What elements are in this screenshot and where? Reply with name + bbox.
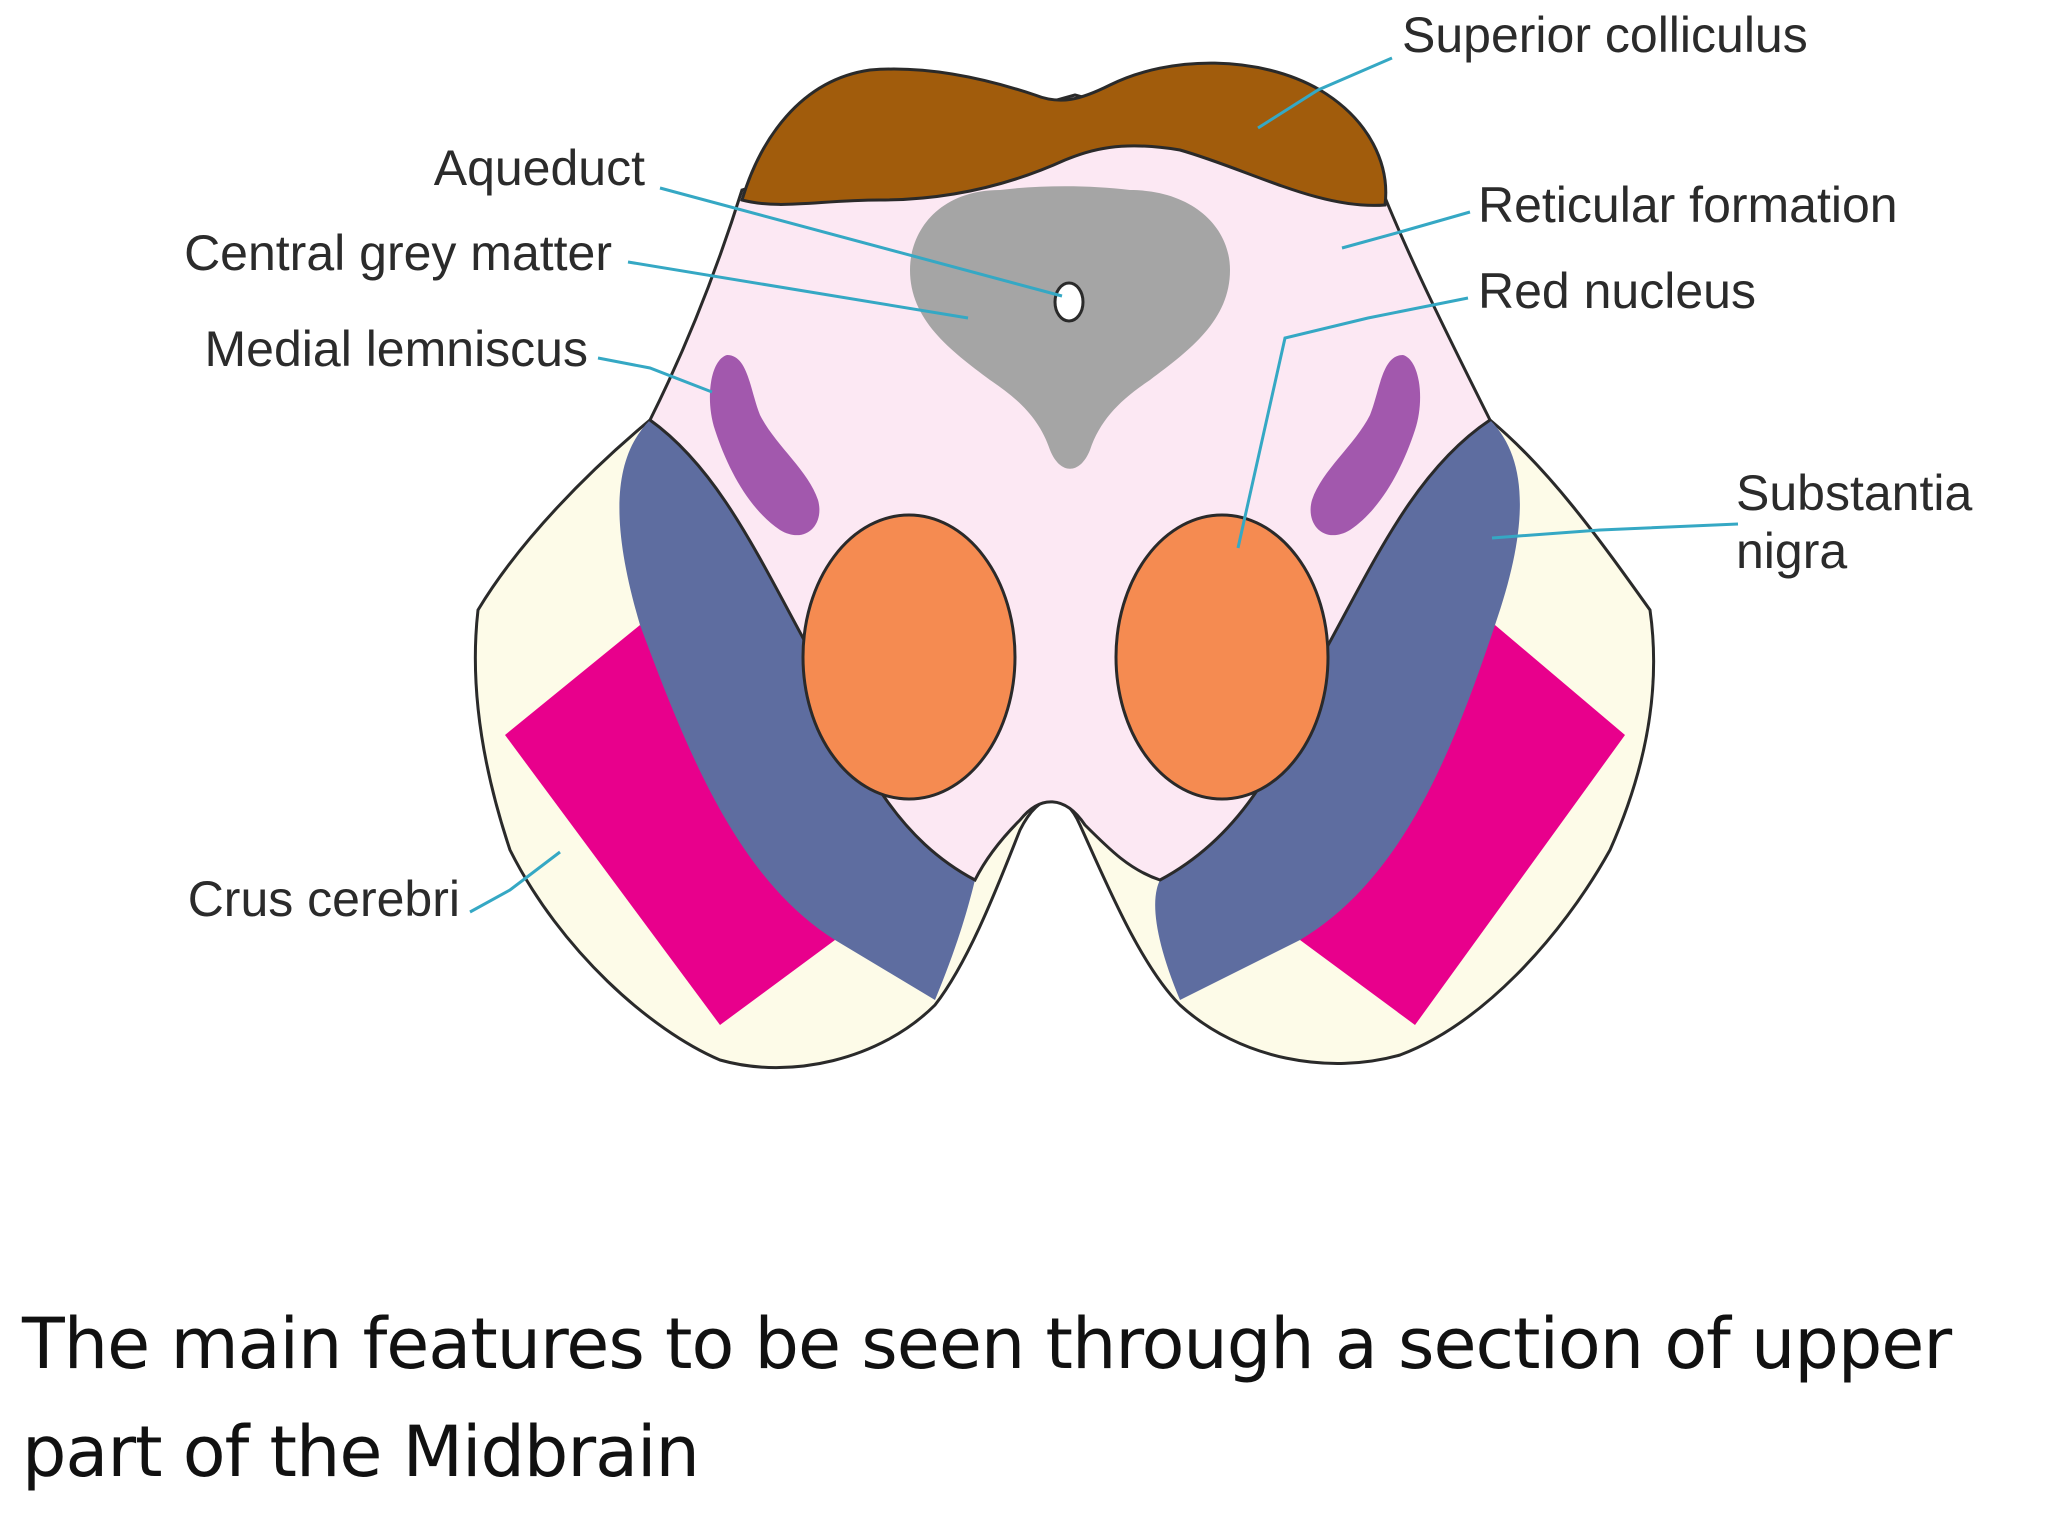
leader-lines <box>469 56 1739 914</box>
medial-lemniscus-left <box>709 355 820 536</box>
label-red-nucleus: Red nucleus <box>1478 263 1756 319</box>
leader-superior-colliculus <box>1257 56 1393 130</box>
substantia-nigra-left <box>619 420 975 1000</box>
substantia-nigra-right <box>1155 420 1520 1000</box>
leader-medial-lemniscus <box>597 356 713 394</box>
leader-substantia-nigra <box>1491 522 1739 540</box>
label-crus-cerebri: Crus cerebri <box>188 871 460 927</box>
leader-aqueduct <box>659 186 1063 298</box>
superior-colliculus <box>740 61 1388 207</box>
leader-red-nucleus <box>1236 296 1469 549</box>
red-nucleus-right <box>1114 513 1330 801</box>
label-aqueduct: Aqueduct <box>434 140 645 196</box>
label-substantia-nigra-line2: nigra <box>1736 523 1847 579</box>
label-central-grey-matter: Central grey matter <box>184 225 612 281</box>
crus-cerebri-right <box>1300 625 1625 1025</box>
slide-caption: The main features to be seen through a s… <box>22 1303 1952 1493</box>
label-substantia-nigra-line1: Substantia <box>1736 465 1972 521</box>
label-reticular-formation: Reticular formation <box>1478 177 1898 233</box>
leader-reticular-formation <box>1341 210 1471 250</box>
red-nucleus-left <box>801 513 1017 801</box>
crus-cerebri-left <box>505 625 835 1025</box>
medial-lemniscus-right <box>1310 355 1421 536</box>
label-medial-lemniscus: Medial lemniscus <box>205 321 588 377</box>
label-superior-colliculus: Superior colliculus <box>1402 7 1808 63</box>
aqueduct <box>1053 281 1085 323</box>
leader-crus-cerebri <box>469 850 561 914</box>
leader-central-grey-matter <box>627 260 969 320</box>
central-grey-matter <box>910 186 1230 469</box>
